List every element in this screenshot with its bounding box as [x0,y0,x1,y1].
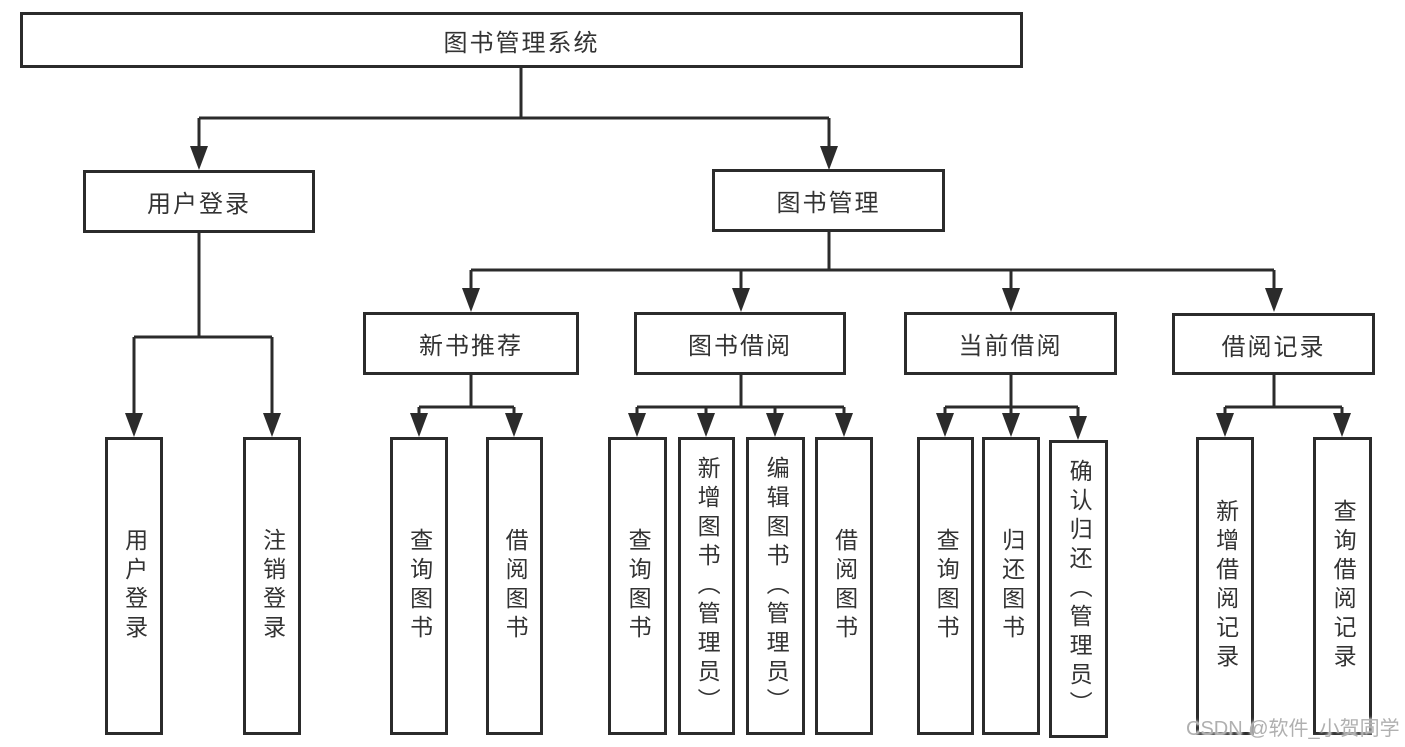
leaf-records-query-label: 查询借阅记录 [1330,499,1357,673]
csdn-watermark: CSDN @软件_小贺同学 [1186,718,1400,740]
leaf-current-return-label: 归还图书 [998,528,1025,644]
leaf-newbooks-query-label: 查询图书 [406,528,433,644]
leaf-records-add: 新增借阅记录 [1196,437,1254,735]
leaf-current-query: 查询图书 [917,437,974,735]
leaf-user-login-label: 用户登录 [121,528,148,644]
node-book-borrow: 图书借阅 [634,312,846,375]
node-borrow-records: 借阅记录 [1172,313,1375,375]
leaf-borrow-borrow-book: 借阅图书 [815,437,873,735]
node-user-login: 用户登录 [83,170,315,233]
leaf-borrow-edit-book: 编辑图书（管理员） [746,437,805,735]
leaf-current-return: 归还图书 [982,437,1040,735]
leaf-current-query-label: 查询图书 [933,528,960,644]
leaf-current-confirm-return-label: 确认归还（管理员） [1066,458,1093,720]
leaf-records-add-label: 新增借阅记录 [1212,499,1239,673]
leaf-borrow-query: 查询图书 [608,437,667,735]
leaf-newbooks-borrow: 借阅图书 [486,437,543,735]
leaf-user-login: 用户登录 [105,437,163,735]
node-new-book-recommend: 新书推荐 [363,312,579,375]
leaf-borrow-query-label: 查询图书 [625,528,652,644]
leaf-borrow-edit-book-label: 编辑图书（管理员） [763,455,790,717]
leaf-newbooks-borrow-label: 借阅图书 [502,528,529,644]
leaf-newbooks-query: 查询图书 [390,437,448,735]
node-root-system: 图书管理系统 [20,12,1023,68]
node-book-management: 图书管理 [712,169,945,232]
leaf-borrow-add-book-label: 新增图书（管理员） [694,455,721,717]
connector-paths [132,68,1344,417]
leaf-borrow-add-book: 新增图书（管理员） [678,437,735,735]
leaf-logout-label: 注销登录 [259,528,286,644]
node-current-borrow: 当前借阅 [904,312,1117,375]
leaf-current-confirm-return: 确认归还（管理员） [1049,440,1108,738]
leaf-records-query: 查询借阅记录 [1313,437,1372,735]
arrowheads [125,146,1351,440]
leaf-borrow-borrow-book-label: 借阅图书 [831,528,858,644]
leaf-logout: 注销登录 [243,437,301,735]
